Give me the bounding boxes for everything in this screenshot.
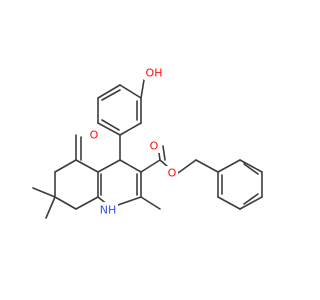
bond-line — [140, 79, 145, 99]
amine-label: NH — [100, 204, 117, 217]
bond-line — [162, 145, 166, 161]
bond-line — [75, 196, 99, 210]
bond-line — [195, 159, 219, 173]
ester-oxygen: O — [166, 166, 178, 180]
bond-line — [217, 196, 241, 210]
atom-labels: OH O O O NH — [88, 66, 178, 217]
bond-line — [243, 163, 259, 175]
bond-line — [159, 159, 169, 168]
bond-line — [217, 159, 241, 173]
bond-line — [239, 159, 263, 173]
bond-line — [140, 196, 161, 210]
bond-line — [97, 84, 121, 99]
bond-line — [177, 159, 197, 174]
ester-carbonyl-oxygen: O — [148, 139, 160, 153]
ester-oxygen-label: O — [168, 167, 177, 180]
molecule-structure: OH O O O NH — [32, 66, 263, 219]
ester-carbonyl-oxygen-label: O — [150, 140, 159, 153]
bond-lines — [32, 79, 263, 219]
bond-line — [101, 119, 120, 131]
bond-line — [119, 159, 142, 173]
bond-line — [32, 187, 56, 198]
hydroxyl-group: OH — [144, 66, 162, 80]
bond-line — [101, 89, 121, 101]
bond-line — [239, 196, 263, 210]
ketone-oxygen: O — [88, 128, 100, 142]
bond-line — [117, 196, 142, 206]
ketone-oxygen-label: O — [90, 129, 99, 142]
bond-line — [54, 159, 77, 173]
bond-line — [97, 159, 121, 173]
bond-line — [243, 193, 259, 205]
bond-line — [97, 122, 121, 136]
bond-line — [119, 122, 142, 136]
bond-line — [140, 159, 161, 173]
bond-line — [45, 196, 56, 219]
bond-line — [54, 196, 77, 210]
amine-group: NH — [98, 202, 118, 217]
hydroxyl-label: OH — [146, 67, 163, 80]
bond-line — [119, 84, 142, 99]
bond-line — [75, 159, 99, 173]
